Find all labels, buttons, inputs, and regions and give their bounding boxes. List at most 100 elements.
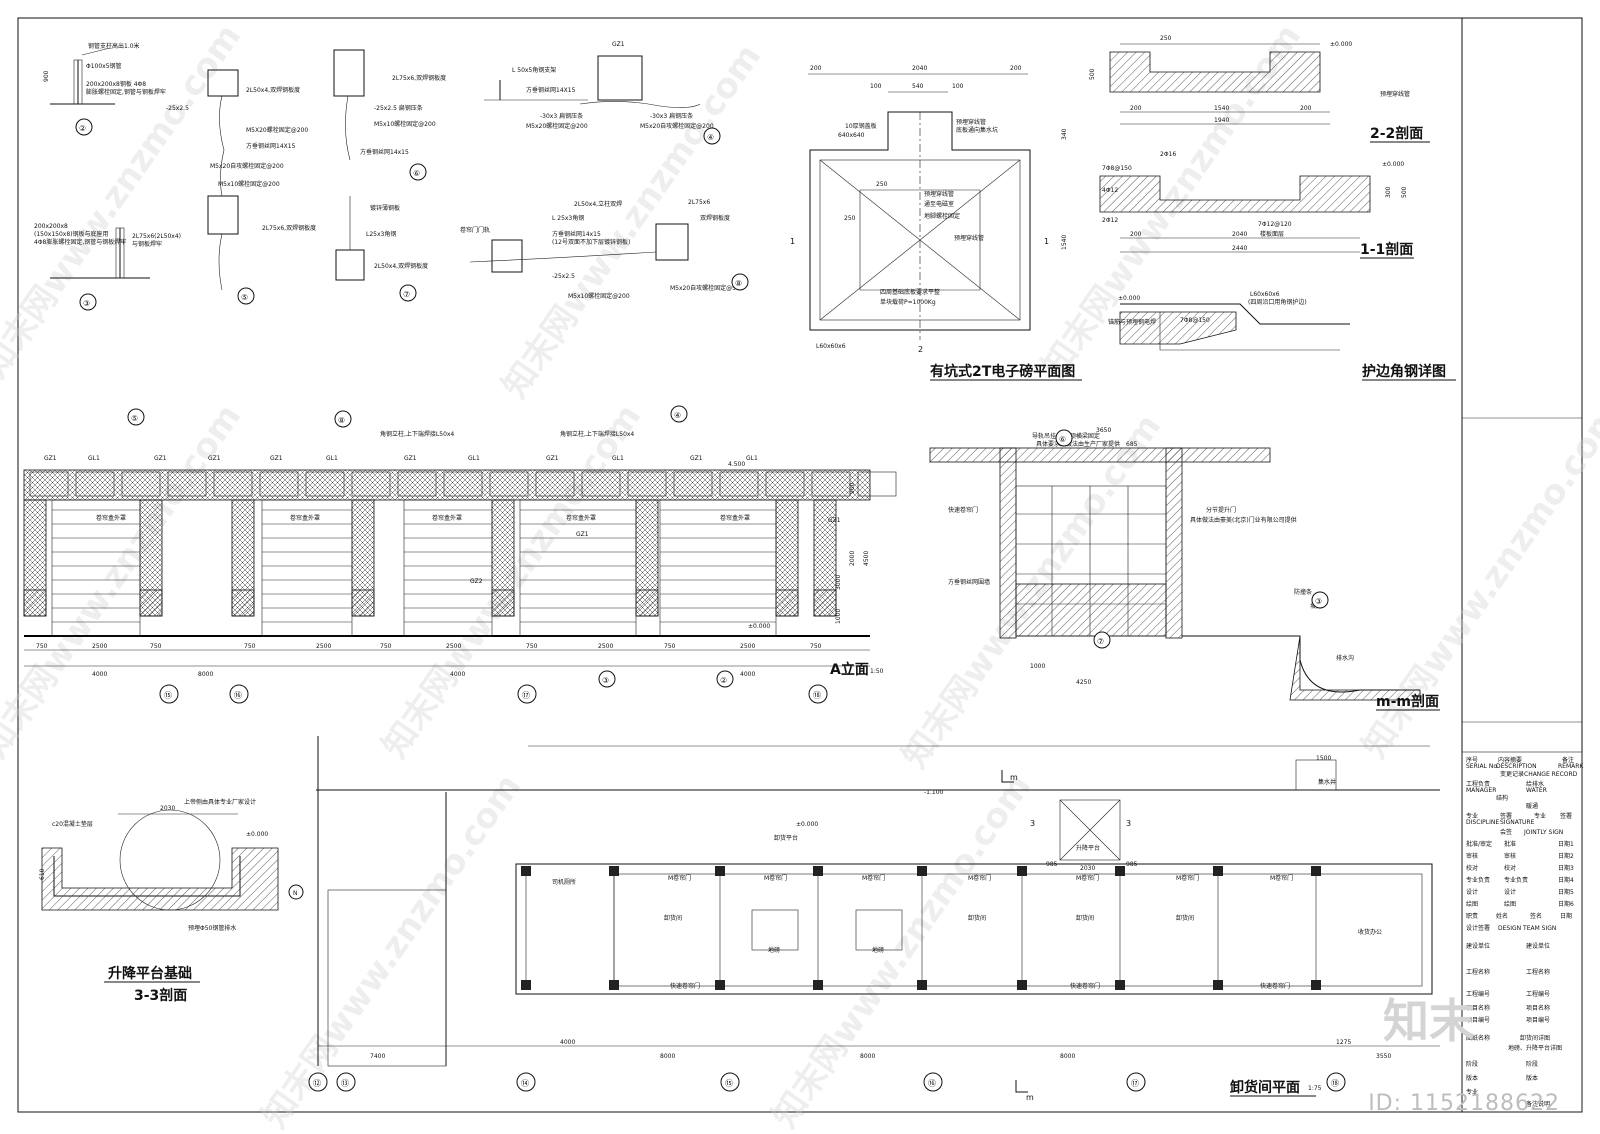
svg-text:985: 985 bbox=[1046, 861, 1058, 868]
svg-text:2040: 2040 bbox=[912, 65, 927, 72]
svg-text:4250: 4250 bbox=[1076, 679, 1091, 686]
svg-text:4.500: 4.500 bbox=[728, 461, 745, 468]
svg-text:工程名称: 工程名称 bbox=[1526, 968, 1550, 976]
svg-text:职责: 职责 bbox=[1466, 912, 1478, 920]
angle-detail: ±0.000 L60x60x6 (四周沿口用角钢护边) 锚筋与预埋钢电焊 7Φ8… bbox=[1108, 291, 1456, 381]
svg-text:工程编号: 工程编号 bbox=[1466, 990, 1490, 998]
section-1-1: 7Φ8@150 4Φ12 2Φ12 2Φ16 7Φ12@120 楼板面层 ±0.… bbox=[1099, 151, 1414, 259]
svg-text:DESIGN TEAM SIGN: DESIGN TEAM SIGN bbox=[1498, 925, 1556, 932]
svg-text:(12号双面不加下层镀锌钢板): (12号双面不加下层镀锌钢板) bbox=[552, 238, 630, 246]
svg-text:1275: 1275 bbox=[1336, 1039, 1351, 1046]
svg-text:1:50: 1:50 bbox=[870, 668, 884, 675]
door-frame bbox=[51, 499, 141, 637]
svg-text:分节提升门: 分节提升门 bbox=[1206, 506, 1236, 514]
svg-text:10厚钢盖板: 10厚钢盖板 bbox=[845, 122, 877, 130]
svg-text:750: 750 bbox=[380, 643, 392, 650]
svg-text:③: ③ bbox=[83, 299, 90, 308]
svg-text:结构: 结构 bbox=[1496, 794, 1508, 802]
svg-text:2L75x6(2L50x4): 2L75x6(2L50x4) bbox=[132, 233, 181, 240]
svg-text:M5x10螺栓固定@200: M5x10螺栓固定@200 bbox=[568, 292, 630, 300]
svg-text:2L50x4,双焊钢板度: 2L50x4,双焊钢板度 bbox=[374, 262, 428, 270]
svg-text:日期4: 日期4 bbox=[1558, 876, 1574, 884]
svg-text:2500: 2500 bbox=[446, 643, 461, 650]
svg-text:绘图: 绘图 bbox=[1466, 900, 1478, 908]
svg-text:2500: 2500 bbox=[316, 643, 331, 650]
elevation-pier-base bbox=[231, 589, 255, 617]
svg-text:685: 685 bbox=[1126, 441, 1138, 448]
svg-text:300: 300 bbox=[1385, 186, 1392, 198]
elevation-fascia-panel bbox=[397, 471, 437, 497]
svg-text:预埋穿线管: 预埋穿线管 bbox=[954, 234, 984, 242]
svg-text:200: 200 bbox=[1130, 105, 1142, 112]
detail-3: 200x200x8 (150x150x8)钢板与底座用 4Φ8膨胀螺栓固定,钢管… bbox=[34, 223, 181, 311]
svg-text:⑱: ⑱ bbox=[1331, 1079, 1339, 1088]
svg-text:项目编号: 项目编号 bbox=[1526, 1016, 1550, 1024]
detail-2: 钢管支柱高出1.0米 Φ100x5钢管 200x200x8钢板 4Φ8 膨胀螺栓… bbox=[43, 42, 166, 136]
svg-text:设计: 设计 bbox=[1466, 888, 1478, 896]
elevation-fascia-panel bbox=[213, 471, 253, 497]
svg-text:⑰: ⑰ bbox=[1131, 1079, 1139, 1088]
svg-text:卸货间: 卸货间 bbox=[1076, 914, 1094, 922]
svg-text:卸货平台: 卸货平台 bbox=[774, 834, 798, 842]
svg-text:L60x60x6: L60x60x6 bbox=[816, 343, 846, 350]
svg-text:工程名称: 工程名称 bbox=[1466, 968, 1490, 976]
svg-text:司机厕所: 司机厕所 bbox=[552, 878, 576, 886]
svg-text:WATER: WATER bbox=[1526, 787, 1547, 794]
svg-text:250: 250 bbox=[1160, 35, 1172, 42]
svg-text:c20混凝土垫层: c20混凝土垫层 bbox=[52, 820, 93, 828]
svg-text:方垂钢丝网14x15: 方垂钢丝网14x15 bbox=[552, 230, 601, 238]
svg-text:GZ1: GZ1 bbox=[576, 531, 589, 538]
door-frame bbox=[261, 499, 353, 637]
svg-text:±0.000: ±0.000 bbox=[796, 821, 818, 828]
svg-text:2500: 2500 bbox=[740, 643, 755, 650]
svg-text:±0.000: ±0.000 bbox=[1330, 41, 1352, 48]
svg-text:±0.000: ±0.000 bbox=[246, 831, 268, 838]
svg-text:卸货间平面: 卸货间平面 bbox=[1230, 1079, 1300, 1096]
svg-text:护边角钢详图: 护边角钢详图 bbox=[1362, 363, 1446, 380]
svg-text:升降平台基础: 升降平台基础 bbox=[108, 965, 192, 982]
elevation-fascia-panel bbox=[765, 471, 805, 497]
svg-text:审核: 审核 bbox=[1466, 852, 1478, 860]
svg-text:2Φ16: 2Φ16 bbox=[1160, 151, 1176, 158]
svg-text:批准: 批准 bbox=[1504, 840, 1516, 848]
svg-text:-30x3 扁钢压条: -30x3 扁钢压条 bbox=[650, 112, 693, 120]
svg-text:GZ1: GZ1 bbox=[828, 517, 841, 524]
svg-text:⑥: ⑥ bbox=[1059, 435, 1066, 444]
svg-text:日期3: 日期3 bbox=[1558, 864, 1574, 872]
svg-text:GL1: GL1 bbox=[468, 455, 480, 462]
svg-text:备注: 备注 bbox=[1562, 756, 1574, 764]
svg-text:500: 500 bbox=[1089, 68, 1096, 80]
svg-text:批准/审定: 批准/审定 bbox=[1466, 840, 1492, 848]
svg-text:专业: 专业 bbox=[1534, 812, 1546, 820]
svg-text:建设单位: 建设单位 bbox=[1526, 942, 1550, 950]
svg-text:⑤: ⑤ bbox=[131, 414, 138, 423]
elevation-fascia-panel bbox=[121, 471, 161, 497]
elevation-fascia-panel bbox=[259, 471, 299, 497]
svg-text:⑥: ⑥ bbox=[413, 169, 420, 178]
svg-text:250: 250 bbox=[876, 181, 888, 188]
svg-text:-25x2.5: -25x2.5 bbox=[166, 105, 189, 112]
svg-text:绘图: 绘图 bbox=[1504, 900, 1516, 908]
svg-text:SERIAL No.: SERIAL No. bbox=[1466, 763, 1499, 770]
svg-text:知末网www.znzmo.com: 知末网www.znzmo.com bbox=[0, 17, 249, 385]
svg-text:2L50x4,立柱双焊: 2L50x4,立柱双焊 bbox=[574, 200, 622, 208]
svg-text:7Φ8@150: 7Φ8@150 bbox=[1180, 317, 1210, 324]
scale-pit-title: 有坑式2T电子磅平面图 bbox=[930, 363, 1075, 380]
svg-text:升降平台: 升降平台 bbox=[1076, 844, 1100, 852]
svg-text:②: ② bbox=[79, 124, 86, 133]
svg-text:200: 200 bbox=[810, 65, 822, 72]
svg-text:GZ1: GZ1 bbox=[690, 455, 703, 462]
svg-text:MANAGER: MANAGER bbox=[1466, 787, 1496, 794]
svg-text:GZ2: GZ2 bbox=[470, 578, 483, 585]
svg-text:序号: 序号 bbox=[1466, 756, 1478, 764]
svg-text:版本: 版本 bbox=[1526, 1074, 1538, 1082]
svg-text:日期2: 日期2 bbox=[1558, 852, 1574, 860]
svg-text:2500: 2500 bbox=[92, 643, 107, 650]
svg-text:方垂钢丝网围墙: 方垂钢丝网围墙 bbox=[948, 578, 990, 586]
elevation-pier-base bbox=[813, 589, 837, 617]
svg-text:版本: 版本 bbox=[1466, 1074, 1478, 1082]
svg-text:500: 500 bbox=[1401, 186, 1408, 198]
svg-text:楼板面层: 楼板面层 bbox=[1260, 230, 1284, 238]
